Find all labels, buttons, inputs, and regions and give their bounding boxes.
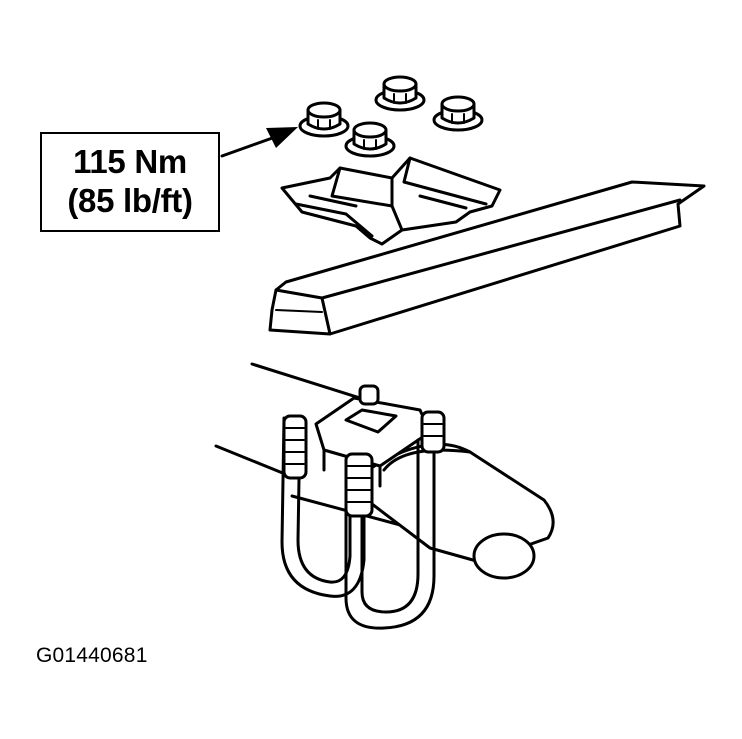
torque-lbft-label: (85 lb/ft)	[67, 182, 193, 219]
spring-seat-plate	[280, 156, 502, 246]
flange-nut	[374, 75, 426, 112]
torque-nm-label: 115 Nm	[73, 143, 187, 181]
leader-arrow	[220, 127, 298, 158]
flange-nut	[298, 101, 350, 138]
u-bolt-bracket	[314, 396, 432, 488]
flange-nut	[344, 121, 396, 158]
u-bolt	[280, 414, 366, 598]
figure-id-label: G01440681	[36, 644, 148, 667]
u-bolt	[344, 384, 446, 630]
flange-nut	[432, 95, 484, 132]
torque-callout: 115 Nm (85 lb/ft)	[40, 132, 220, 232]
axle-housing	[214, 362, 555, 580]
leaf-spring	[268, 180, 706, 336]
